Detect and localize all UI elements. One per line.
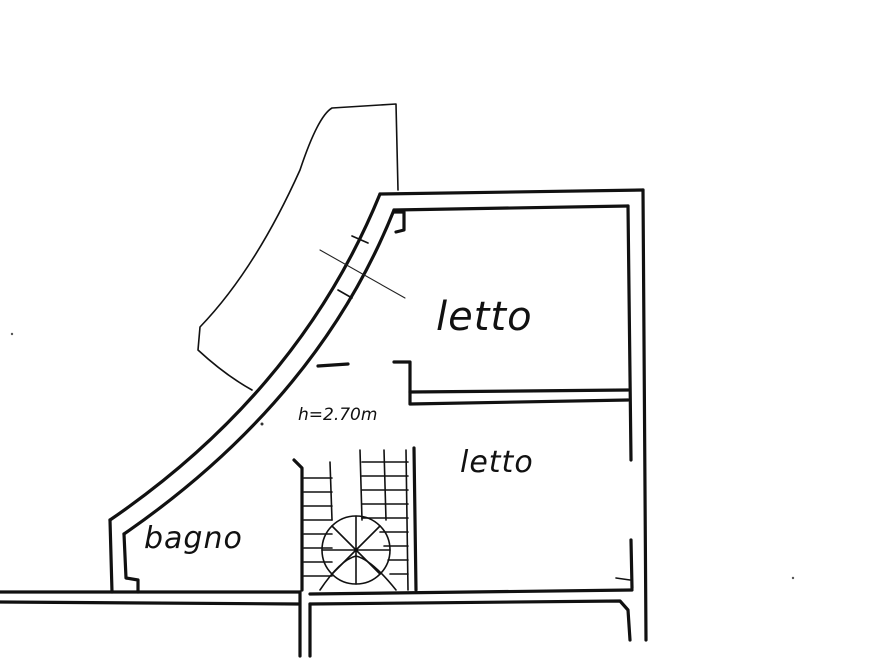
- outer-walls: [378, 188, 648, 642]
- bathroom-label: bagno: [144, 521, 243, 556]
- ceiling-height-annotation: h=2.70m: [298, 405, 377, 425]
- balcony-outline: [197, 103, 399, 391]
- bottom-walls: [0, 518, 634, 658]
- curved-exterior-wall: [108, 192, 406, 536]
- bedroom-partition: [316, 360, 630, 406]
- staircase: [292, 446, 418, 592]
- bedroom-lower-label: letto: [460, 445, 534, 480]
- bedroom-upper-label: letto: [436, 294, 533, 340]
- scan-specks: [10, 332, 795, 580]
